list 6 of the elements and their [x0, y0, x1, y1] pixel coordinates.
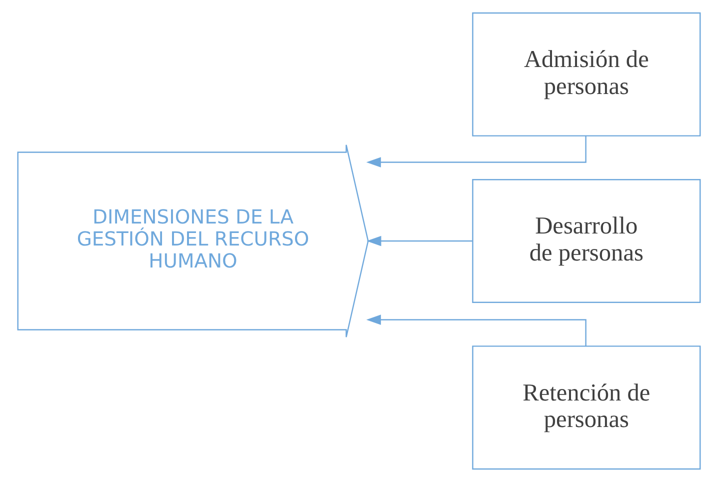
arrow	[366, 236, 473, 246]
node-box: Admisión de personas	[472, 12, 701, 136]
node-box: Retención de personas	[472, 346, 701, 470]
arrow	[366, 314, 586, 346]
arrow	[366, 136, 586, 168]
node-box: Desarrollo de personas	[472, 178, 701, 304]
